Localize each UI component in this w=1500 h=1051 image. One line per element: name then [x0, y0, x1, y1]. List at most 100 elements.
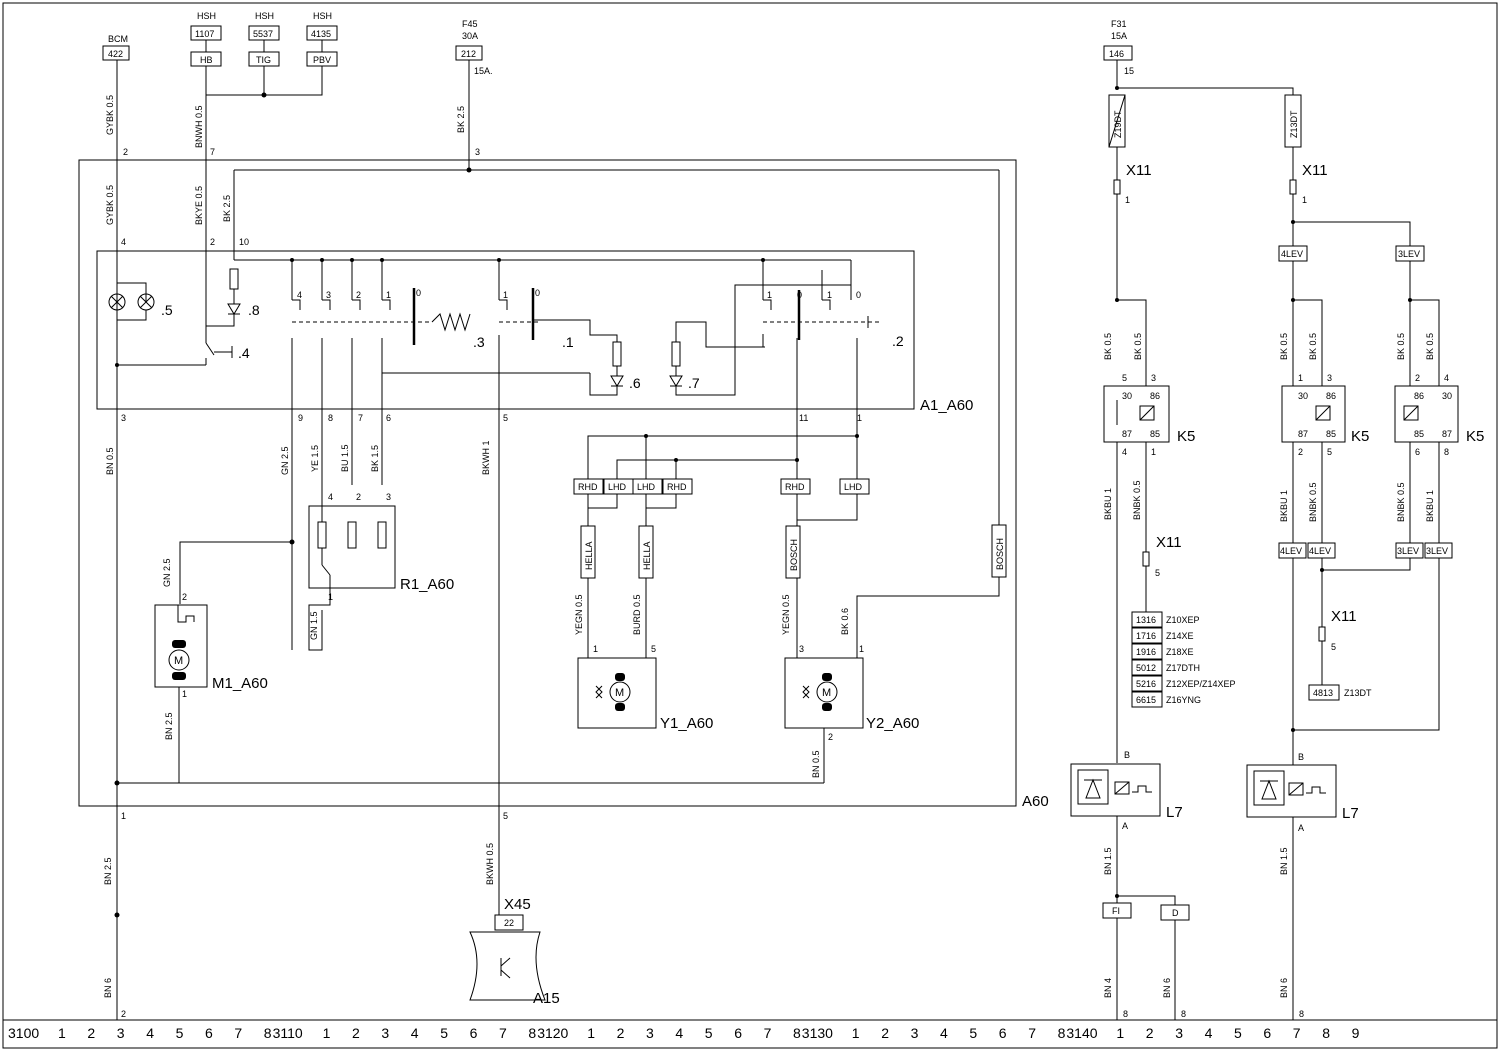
z19dt-label: Z19DT — [1113, 110, 1123, 138]
k5a-pin-5: 5 — [1122, 373, 1127, 383]
a1-pin-6: 6 — [386, 413, 391, 423]
engine-code: 1316 — [1136, 615, 1156, 625]
grid-digit: 5 — [705, 1025, 713, 1041]
grid-digit: 3 — [117, 1025, 125, 1041]
pin-3-f45: 3 — [475, 147, 480, 157]
bcm-pin: 422 — [108, 49, 123, 59]
label-fi: FI — [1112, 906, 1120, 916]
k5c-term-87: 87 — [1442, 429, 1452, 439]
svg-text:0: 0 — [856, 290, 861, 300]
grid-section-label: 3140 — [1066, 1025, 1097, 1041]
grid-digit: 4 — [411, 1025, 419, 1041]
l7b-module-box — [1246, 764, 1337, 818]
m1-pin-1: 1 — [182, 689, 187, 699]
a60-pin-5: 5 — [503, 811, 508, 821]
y2-motor-letter: M — [822, 687, 831, 699]
rhd-lhd-bus-b — [616, 459, 797, 480]
l7b-pin-8: 8 — [1299, 1009, 1304, 1019]
grid-digit: 4 — [940, 1025, 948, 1041]
l7a-b: B — [1124, 750, 1130, 760]
k5c-term-86: 86 — [1414, 391, 1424, 401]
y2-pin-1: 1 — [859, 644, 864, 654]
m1-label: M1_A60 — [212, 675, 268, 692]
svg-text:1: 1 — [386, 290, 391, 300]
sub-8: .8 — [248, 302, 260, 318]
k5a-bridge — [1117, 299, 1147, 386]
k5b-term-86: 86 — [1326, 391, 1336, 401]
k5a-term-30: 30 — [1122, 391, 1132, 401]
k5a-term-86: 86 — [1150, 391, 1160, 401]
grid-digit: 7 — [1028, 1025, 1036, 1041]
wire-bk05-k5c-2: BK 0.5 — [1425, 333, 1435, 360]
hsh3-pin: 4135 — [311, 29, 331, 39]
hella-2: HELLA — [642, 541, 652, 570]
wire-bkye: BKYE 0.5 — [194, 186, 204, 225]
a1-pin-11: 11 — [799, 413, 808, 423]
engine-code: 6615 — [1136, 695, 1156, 705]
k5c-pin-8: 8 — [1444, 447, 1449, 457]
r1-res-a — [317, 521, 327, 549]
k5a-dot — [1115, 298, 1119, 302]
k5a-term-87: 87 — [1122, 429, 1132, 439]
fi-d-split — [1117, 895, 1176, 906]
f31-pin: 146 — [1109, 49, 1124, 59]
led8-out — [206, 314, 235, 327]
sub-2: .2 — [892, 333, 904, 349]
rhd-lhd-dot-c — [674, 458, 678, 462]
f45-note: 15A. — [474, 66, 493, 76]
label-lhd-2: LHD — [637, 482, 656, 492]
k5c-term-30: 30 — [1442, 391, 1452, 401]
engine-name: Z16YNG — [1166, 695, 1201, 705]
m1-thermo — [177, 605, 195, 623]
y2-brush-top — [822, 673, 832, 681]
l7a-diode-box — [1077, 769, 1109, 805]
grid-digit: 8 — [528, 1025, 536, 1041]
wire-bn6-b: BN 6 — [1279, 978, 1289, 998]
k5c-pin-2: 2 — [1415, 373, 1420, 383]
grid-digit: 6 — [470, 1025, 478, 1041]
a60-module-box — [78, 159, 1017, 807]
pin-2-ground: 2 — [121, 1009, 126, 1019]
k5a-coil-slash — [1139, 405, 1155, 421]
wire-bk25-inner: BK 2.5 — [222, 195, 232, 222]
rhd-lhd-dot-a — [644, 434, 648, 438]
wire-bn6-d: BN 6 — [1162, 978, 1172, 998]
m1-pin-2: 2 — [182, 592, 187, 602]
pin-2-hsh: 2 — [210, 237, 215, 247]
wire-bnbk-a: BNBK 0.5 — [1132, 480, 1142, 520]
lev3-return-dot — [1291, 728, 1295, 732]
label-lhd-1: LHD — [608, 482, 627, 492]
sub-5: .5 — [161, 302, 173, 318]
k5b-pin-3: 3 — [1327, 373, 1332, 383]
k5b-coil — [1315, 405, 1331, 421]
engine-code-box — [1131, 659, 1163, 676]
wire-bnbk-c: BNBK 0.5 — [1396, 482, 1406, 522]
x11-c-label: X11 — [1156, 534, 1182, 551]
wire-bk05-k5c-1: BK 0.5 — [1396, 333, 1406, 360]
bosch-2: BOSCH — [995, 538, 1005, 570]
grid-section-label: 3110 — [273, 1025, 303, 1041]
y1-motor-icon — [609, 681, 631, 703]
wire-bn4: BN 4 — [1103, 978, 1113, 998]
lamp-1-x2 — [110, 295, 124, 309]
grid-digit: 2 — [1146, 1025, 1154, 1041]
k5b-coil-slash — [1315, 405, 1331, 421]
a1-pin-7: 7 — [358, 413, 363, 423]
grid-digit: 3 — [381, 1025, 389, 1041]
k5-label-3: K5 — [1466, 428, 1484, 445]
grid-digit: 1 — [1116, 1025, 1124, 1041]
label-d: D — [1172, 908, 1179, 918]
hsh1-signal: HB — [200, 55, 213, 65]
grid-digit: 6 — [205, 1025, 213, 1041]
grid-digit: 2 — [352, 1025, 360, 1041]
y1-pin-1: 1 — [593, 644, 598, 654]
k5c-pin-4: 4 — [1444, 373, 1449, 383]
l7b-b: B — [1298, 752, 1304, 762]
grid-digit: 5 — [969, 1025, 977, 1041]
grid-digit: 5 — [440, 1025, 448, 1041]
y1-motor-letter: M — [615, 687, 624, 699]
l7a-coil — [1114, 781, 1130, 795]
hsh2-label: HSH — [255, 11, 274, 21]
hsh1-label: HSH — [197, 11, 216, 21]
f31-pin-box — [1103, 45, 1133, 61]
